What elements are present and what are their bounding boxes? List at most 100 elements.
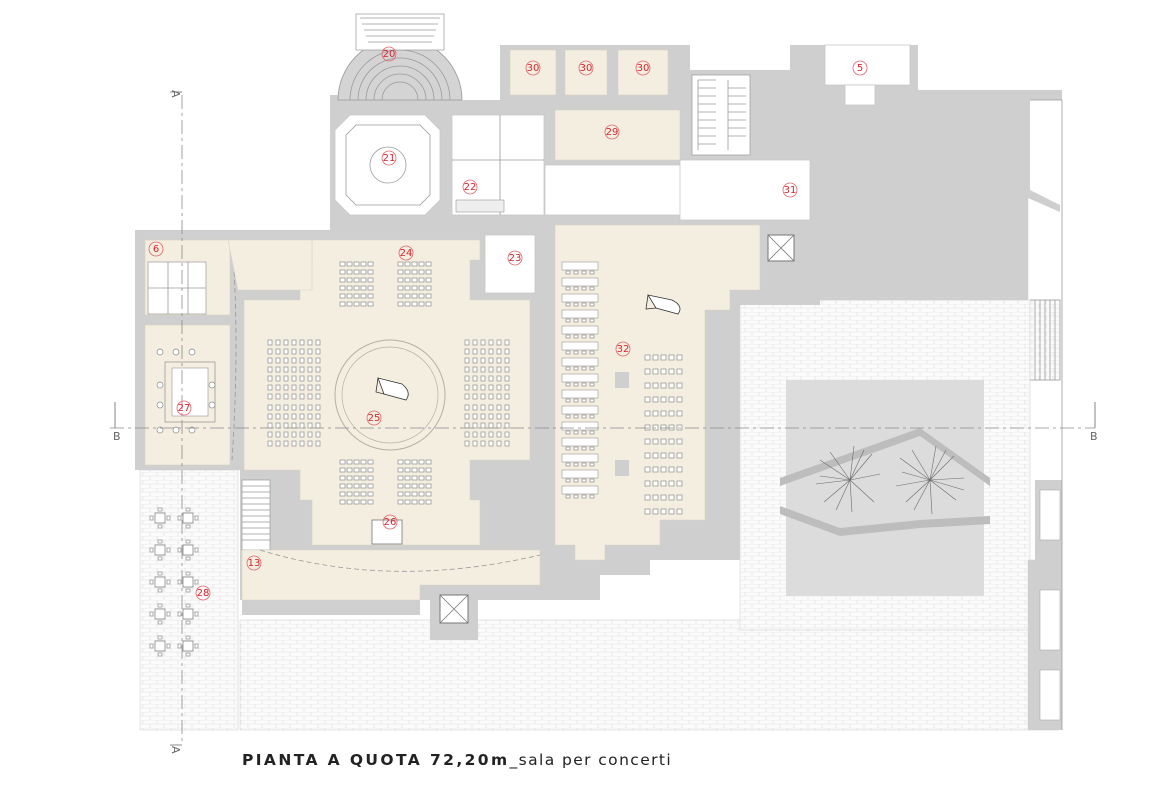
chair (299, 393, 305, 400)
room-label: 26 (382, 514, 398, 530)
chair (367, 491, 374, 497)
chair (346, 293, 353, 299)
apse-stairs (337, 13, 463, 101)
chair (339, 483, 346, 489)
chair (496, 339, 502, 346)
chair (464, 384, 470, 391)
chair (652, 508, 659, 515)
chair (418, 261, 425, 267)
chair (157, 556, 163, 561)
chair (644, 354, 651, 361)
chair (307, 431, 313, 438)
chair (573, 302, 579, 307)
chair (581, 318, 587, 323)
room-number: 5 (857, 63, 863, 74)
chair (307, 339, 313, 346)
chair (464, 404, 470, 411)
chair (589, 494, 595, 499)
chair (660, 494, 667, 501)
chair (360, 499, 367, 505)
chair (283, 431, 289, 438)
chair (185, 556, 191, 561)
chair (565, 366, 571, 371)
chair (652, 452, 659, 459)
chair (504, 431, 510, 438)
chair (339, 301, 346, 307)
chair (472, 440, 478, 447)
chair (676, 494, 683, 501)
chair (267, 375, 273, 382)
chair (185, 635, 191, 640)
chair (166, 547, 171, 553)
chair (573, 414, 579, 419)
chair (676, 410, 683, 417)
chair (299, 431, 305, 438)
chair (504, 393, 510, 400)
chair (660, 508, 667, 515)
chair (267, 413, 273, 420)
chair (346, 277, 353, 283)
chair (589, 318, 595, 323)
chair (367, 261, 374, 267)
chair (668, 508, 675, 515)
chair (194, 611, 199, 617)
chair (581, 478, 587, 483)
section-mark-b-left: B (113, 430, 121, 443)
chair (581, 286, 587, 291)
chair (660, 424, 667, 431)
desk (561, 421, 599, 431)
chair (291, 393, 297, 400)
chair (397, 269, 404, 275)
chair (267, 366, 273, 373)
chair (404, 499, 411, 505)
chair (367, 277, 374, 283)
chair (339, 285, 346, 291)
chair (660, 438, 667, 445)
chair (581, 414, 587, 419)
chair (339, 261, 346, 267)
room-number: 20 (383, 49, 396, 60)
chair (339, 269, 346, 275)
room-label: 21 (381, 150, 397, 166)
chair (307, 384, 313, 391)
chair (149, 515, 154, 521)
room-label: 20 (381, 46, 397, 62)
chair (676, 368, 683, 375)
chair (353, 467, 360, 473)
chair (472, 404, 478, 411)
room-number: 24 (400, 248, 413, 259)
desk (561, 485, 599, 495)
chair (267, 431, 273, 438)
chair (573, 382, 579, 387)
chair (425, 475, 432, 481)
chair (496, 348, 502, 355)
chair (668, 354, 675, 361)
chair (652, 424, 659, 431)
chair (480, 431, 486, 438)
chair (676, 424, 683, 431)
chair (418, 285, 425, 291)
chair (472, 384, 478, 391)
chair (177, 643, 182, 649)
room-number: 30 (580, 63, 593, 74)
table (154, 576, 166, 588)
chair (404, 285, 411, 291)
chair (425, 459, 432, 465)
chair (581, 430, 587, 435)
chair (307, 393, 313, 400)
chair (668, 368, 675, 375)
chair (504, 384, 510, 391)
chair (411, 491, 418, 497)
chair (418, 277, 425, 283)
chair (488, 348, 494, 355)
chair (367, 459, 374, 465)
chair (581, 382, 587, 387)
chair (339, 499, 346, 505)
chair (360, 277, 367, 283)
desk (561, 341, 599, 351)
chair (644, 396, 651, 403)
table (154, 608, 166, 620)
chair (472, 366, 478, 373)
chair (194, 643, 199, 649)
